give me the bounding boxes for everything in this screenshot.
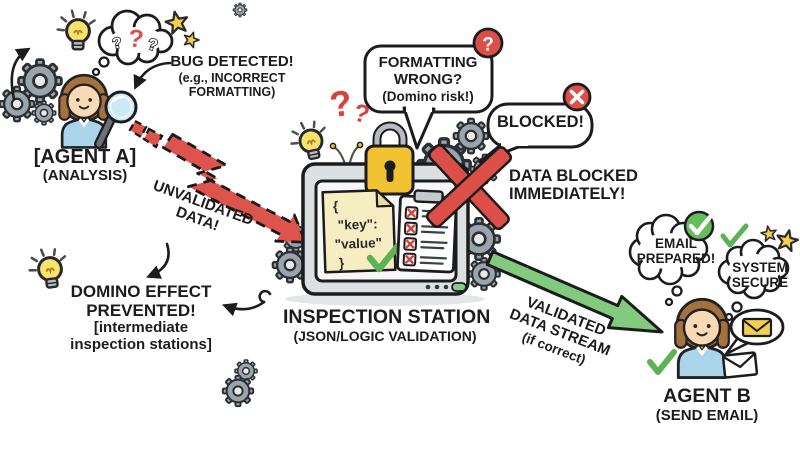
- agent-b-label: AGENT B (SEND EMAIL): [645, 385, 769, 425]
- unvalidated-data-arrow: [128, 119, 307, 244]
- json-note: [321, 189, 397, 274]
- bug-detected-line3: FORMATTING): [188, 84, 276, 99]
- lightbulb-icon-top-left: [56, 9, 96, 51]
- curl-arrow-loop-icon: [258, 289, 272, 304]
- json-key: "key":: [337, 216, 378, 233]
- formatting-line1: FORMATTING: [378, 54, 478, 71]
- bug-detected-note: BUG DETECTED! (e.g., INCORRECT FORMATTIN…: [166, 53, 298, 99]
- question-mark-icon: ?: [127, 24, 145, 53]
- agent-a-name: [AGENT A]: [33, 146, 137, 168]
- check-icon: [688, 214, 713, 236]
- json-open-brace: {: [332, 198, 339, 214]
- blocked-label: BLOCKED!: [491, 113, 590, 131]
- magnifying-glass-icon: [94, 90, 138, 149]
- thought-cloud-questions: ? ? ?: [91, 9, 174, 77]
- envelope-icon-white: [721, 351, 759, 379]
- gear-icon-tiny-top: [232, 2, 248, 18]
- agent-b-avatar: [673, 297, 731, 380]
- envelope-icon-yellow: [741, 317, 773, 338]
- json-close-brace: }: [338, 255, 345, 271]
- email-prepared-text: EMAIL PREPARED!: [634, 236, 718, 266]
- station-title: INSPECTION STATION: [283, 306, 491, 328]
- question-badge: [472, 27, 504, 59]
- data-blocked-line1: DATA BLOCKED: [509, 167, 638, 185]
- system-secure-text: SYSTEM SECURE: [720, 260, 800, 290]
- padlock-icon: [364, 121, 415, 196]
- question-mark-icon: ?: [327, 82, 354, 126]
- cross-icon: [569, 89, 585, 105]
- formatting-wrong-text: FORMATTING WRONG? (Domino risk!): [367, 54, 489, 104]
- curved-arrow-icon-agent-a: [10, 47, 31, 101]
- gear-icon-cluster-agent-a: [0, 58, 63, 126]
- system-secure-line1: SYSTEM: [732, 260, 788, 275]
- domino-effect-label: DOMINO EFFECT PREVENTED! [intermediate i…: [48, 282, 234, 354]
- domino-line2: PREVENTED!: [86, 301, 196, 321]
- star-icon: [773, 226, 800, 253]
- blocked-bubble: [478, 82, 594, 164]
- formatting-wrong-bubble: ?: [363, 27, 504, 150]
- agent-b-name: AGENT B: [663, 385, 751, 407]
- blocked-text: BLOCKED!: [496, 113, 585, 131]
- validated-data-arrow: [485, 250, 664, 334]
- station-subtitle: (JSON/LOGIC VALIDATION): [293, 327, 477, 344]
- blocked-x-icon: [425, 143, 513, 231]
- star-icon: [180, 29, 202, 50]
- curved-arrow-icon-to-domino: [146, 242, 170, 279]
- gear-icon-cluster-bottom: [221, 359, 258, 408]
- data-blocked-line2: IMMEDIATELY!: [509, 185, 626, 204]
- formatting-line3: (Domino risk!): [382, 88, 474, 104]
- email-prepared-line1: EMAIL: [655, 236, 697, 251]
- monitor-buttons: [425, 282, 467, 292]
- json-note-text: { "key": "value" }: [326, 195, 391, 273]
- bug-detected-line2: (e.g., INCORRECT: [178, 70, 286, 85]
- question-mark-icon: ?: [111, 34, 123, 52]
- system-secure-line2: SECURE: [731, 275, 789, 291]
- email-speech-bubble: [724, 308, 785, 356]
- curved-arrow-icon-bug-to-agent: [133, 61, 172, 90]
- inspection-station-label: INSPECTION STATION (JSON/LOGIC VALIDATIO…: [283, 306, 491, 345]
- question-mark-icon: ?: [482, 35, 494, 56]
- agent-b-role: (SEND EMAIL): [655, 406, 759, 424]
- check-icon-agent-b: [647, 349, 677, 375]
- email-prepared-line2: PREPARED!: [636, 251, 716, 267]
- curl-arrow-icon: [221, 300, 266, 317]
- email-prepared-cloud: [628, 210, 749, 307]
- domino-line1: DOMINO EFFECT: [70, 282, 212, 301]
- system-secure-cloud: [717, 238, 790, 322]
- domino-line4: inspection stations]: [70, 335, 212, 353]
- check-icon: [720, 223, 749, 248]
- lightbulb-icon-center: [286, 117, 332, 164]
- agent-a-role: (ANALYSIS): [42, 167, 128, 185]
- bug-detected-line1: BUG DETECTED!: [170, 53, 294, 70]
- domino-line3: [intermediate: [93, 319, 189, 337]
- data-blocked-label: DATA BLOCKED IMMEDIATELY!: [509, 167, 638, 204]
- json-value: "value": [334, 235, 383, 252]
- check-icon-note: [366, 242, 402, 273]
- star-icon: [759, 224, 779, 243]
- agent-a-label: [AGENT A] (ANALYSIS): [26, 146, 144, 185]
- formatting-line2: WRONG?: [393, 70, 463, 88]
